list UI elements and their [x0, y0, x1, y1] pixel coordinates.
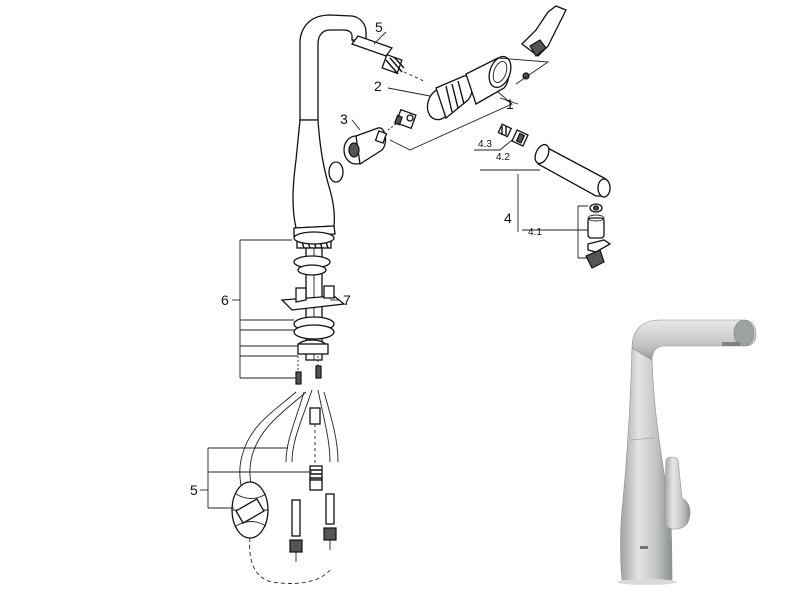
callout-1: 1 — [506, 96, 514, 112]
callout-4-3: 4.3 — [478, 139, 492, 150]
adapter-small — [393, 108, 417, 130]
callout-6: 6 — [221, 292, 229, 308]
leader-5-bottom — [200, 447, 312, 509]
hose-connector-part-5 — [350, 35, 405, 75]
axis-dash-2 — [387, 123, 397, 131]
callout-2: 2 — [374, 78, 382, 94]
spray-head-part-4 — [534, 143, 611, 198]
callout-4-2: 4.2 — [496, 152, 510, 163]
callout-4: 4 — [504, 210, 512, 226]
callout-5-bottom: 5 — [190, 482, 198, 498]
sleeve-part-2 — [426, 75, 474, 121]
leader-1b — [499, 97, 519, 105]
callout-3: 3 — [340, 111, 348, 127]
mounting-stack — [280, 231, 346, 385]
aerator-part-4-1 — [577, 203, 612, 269]
leader-1 — [389, 91, 513, 151]
lever-handle — [521, 5, 567, 80]
leader-4-3 — [474, 139, 513, 151]
faucet-product-photo — [617, 319, 757, 585]
leader-2 — [387, 87, 431, 97]
leader-3 — [351, 119, 361, 131]
callout-7: 7 — [343, 292, 351, 308]
nozzle-part-4-2 — [511, 129, 529, 147]
axis-dash — [403, 71, 427, 83]
outer-sleeve-part-1 — [465, 55, 512, 105]
callout-5-top: 5 — [375, 19, 383, 35]
leader-5-top — [373, 31, 387, 45]
leader-6 — [232, 239, 298, 379]
cartridge-part-3 — [343, 127, 388, 166]
callout-4-1: 4.1 — [528, 227, 542, 238]
seal-part-4-3 — [497, 123, 513, 138]
lever-guide-lines — [497, 57, 550, 85]
hoses — [231, 389, 339, 584]
